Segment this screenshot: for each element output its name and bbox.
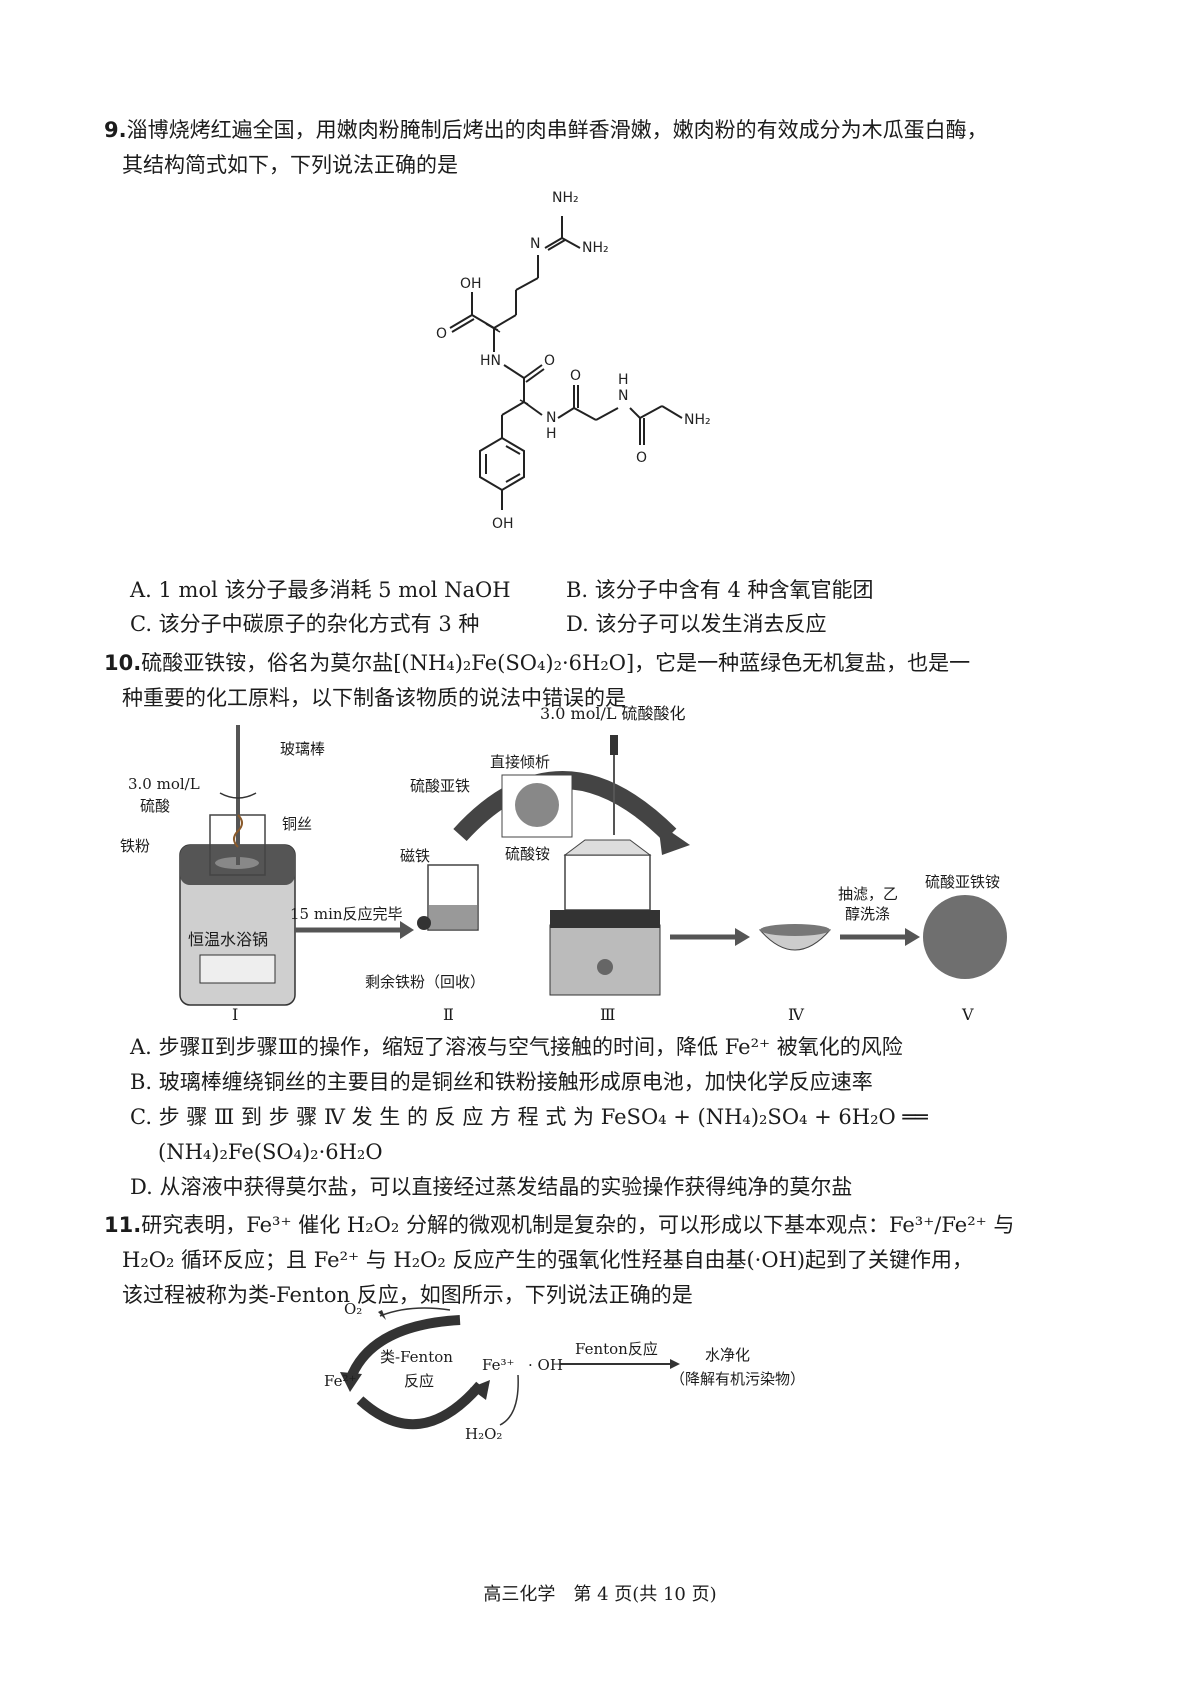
q10-option-d: D. 从溶液中获得莫尔盐，可以直接经过蒸发结晶的实验操作获得纯净的莫尔盐: [130, 1175, 853, 1199]
q10-line2: 种重要的化工原料，以下制备该物质的说法中错误的是: [122, 686, 626, 710]
q10-option-c2: (NH₄)₂Fe(SO₄)₂·6H₂O: [158, 1140, 383, 1164]
h-amide2-label: H: [618, 372, 629, 388]
q11-number: 11.: [104, 1213, 142, 1237]
q10-option-c1: C. 步 骤 Ⅲ 到 步 骤 Ⅳ 发 生 的 反 应 方 程 式 为 FeSO₄…: [130, 1105, 928, 1129]
q9-option-d: D. 该分子可以发生消去反应: [566, 612, 827, 636]
q11-center1: 类-Fenton: [380, 1348, 453, 1366]
q11-cycle-drawing: [340, 1307, 680, 1430]
n-amide2-label: N: [618, 388, 628, 404]
fig-ferrous-sulfate: 硫酸亚铁: [410, 777, 471, 795]
q9-line2: 其结构简式如下，下列说法正确的是: [122, 153, 458, 177]
q11-fenton-diagram: O₂ Fe²⁺ 类-Fenton 反应 Fe³⁺ · OH Fenton反应 水…: [320, 1300, 880, 1450]
q11-center2: 反应: [404, 1372, 435, 1390]
fig-conc: 3.0 mol/L: [128, 775, 200, 793]
fig-step3: Ⅲ: [600, 1005, 616, 1024]
fig-arrow1: 15 min反应完毕: [290, 905, 403, 923]
q11-o2: O₂: [344, 1300, 363, 1318]
q10-line1: 10.硫酸亚铁铵，俗名为莫尔盐[(NH₄)₂Fe(SO₄)₂·6H₂O]，它是一…: [104, 651, 971, 675]
q10-option-b: B. 玻璃棒缠绕铜丝的主要目的是铜丝和铁粉接触形成原电池，加快化学反应速率: [130, 1070, 873, 1094]
q10-option-a: A. 步骤Ⅱ到步骤Ⅲ的操作，缩短了溶液与空气接触的时间，降低 Fe²⁺ 被氧化的…: [130, 1035, 903, 1059]
oh-phenol-label: OH: [492, 516, 514, 532]
fig-iron-powder: 铁粉: [120, 837, 151, 855]
oh-acid-label: OH: [460, 276, 482, 292]
q10-number: 10.: [104, 651, 142, 675]
q9-line1: 9.淄博烧烤红遍全国，用嫩肉粉腌制后烤出的肉串鲜香滑嫩，嫩肉粉的有效成分为木瓜蛋…: [104, 118, 988, 142]
fig-step4: Ⅳ: [788, 1005, 804, 1024]
q11-fe3: Fe³⁺: [482, 1356, 515, 1374]
q9-structure-diagram: NH₂ N NH₂ OH O HN O O N H N H O NH₂ OH: [436, 190, 711, 532]
q10-apparatus-figure: 3.0 mol/L 硫酸酸化 玻璃棒 3.0 mol/L 硫酸 铜丝 铁粉 恒温…: [110, 705, 1070, 1025]
fig-pour: 直接倾析: [490, 753, 551, 771]
q11-fe2: Fe²⁺: [324, 1372, 357, 1390]
q11-fenton: Fenton反应: [575, 1340, 658, 1358]
fig-magnet: 磁铁: [400, 847, 431, 865]
fig-copper: 铜丝: [282, 815, 313, 833]
fig-product: 硫酸亚铁铵: [925, 873, 1001, 891]
q11-line1: 11.研究表明，Fe³⁺ 催化 H₂O₂ 分解的微观机制是复杂的，可以形成以下基…: [104, 1213, 1015, 1237]
q11-oh: · OH: [528, 1356, 563, 1374]
fig-leftover: 剩余铁粉（回收）: [365, 973, 486, 991]
q9-option-c: C. 该分子中碳原子的杂化方式有 3 种: [130, 612, 480, 636]
fig-step2: Ⅱ: [443, 1005, 454, 1024]
fig-acid: 硫酸: [140, 797, 171, 815]
h-amide-label: H: [546, 426, 557, 442]
q11-water1: 水净化: [705, 1346, 751, 1364]
q9-option-a: A. 1 mol 该分子最多消耗 5 mol NaOH: [130, 578, 511, 602]
fig-glass-rod: 玻璃棒: [280, 740, 326, 758]
nh2-top-label: NH₂: [552, 190, 579, 206]
q9-option-b: B. 该分子中含有 4 种含氧官能团: [566, 578, 874, 602]
n-amide-label: N: [546, 410, 556, 426]
page-footer: 高三化学 第 4 页(共 10 页): [483, 1584, 717, 1605]
q11-line3: 该过程被称为类-Fenton 反应，如图所示，下列说法正确的是: [122, 1283, 693, 1307]
q11-water2: （降解有机污染物）: [670, 1370, 806, 1388]
q11-h2o2: H₂O₂: [465, 1425, 503, 1443]
fig-ammonium-sulfate: 硫酸铵: [505, 845, 551, 863]
o-acid-label: O: [436, 326, 447, 342]
o1-label: O: [544, 353, 555, 369]
fig-wash: 醇洗涤: [845, 905, 891, 923]
fig-bath: 恒温水浴锅: [188, 930, 269, 949]
o2-label: O: [570, 368, 581, 384]
q9-number: 9.: [104, 118, 127, 142]
fig-filter: 抽滤，乙: [838, 885, 899, 903]
fig-step1: Ⅰ: [232, 1005, 239, 1024]
q10-apparatus-drawing: [179, 725, 1007, 1006]
q11-line2: H₂O₂ 循环反应；且 Fe²⁺ 与 H₂O₂ 反应产生的强氧化性羟基自由基(·…: [122, 1248, 974, 1272]
fig-acid-top: 3.0 mol/L 硫酸酸化: [540, 704, 686, 723]
fig-step5: Ⅴ: [962, 1005, 974, 1024]
o3-label: O: [636, 450, 647, 466]
hn-label: HN: [480, 353, 501, 369]
n-label: N: [530, 236, 540, 252]
nh2-right-label: NH₂: [582, 240, 609, 256]
nh2-end-label: NH₂: [684, 412, 711, 428]
